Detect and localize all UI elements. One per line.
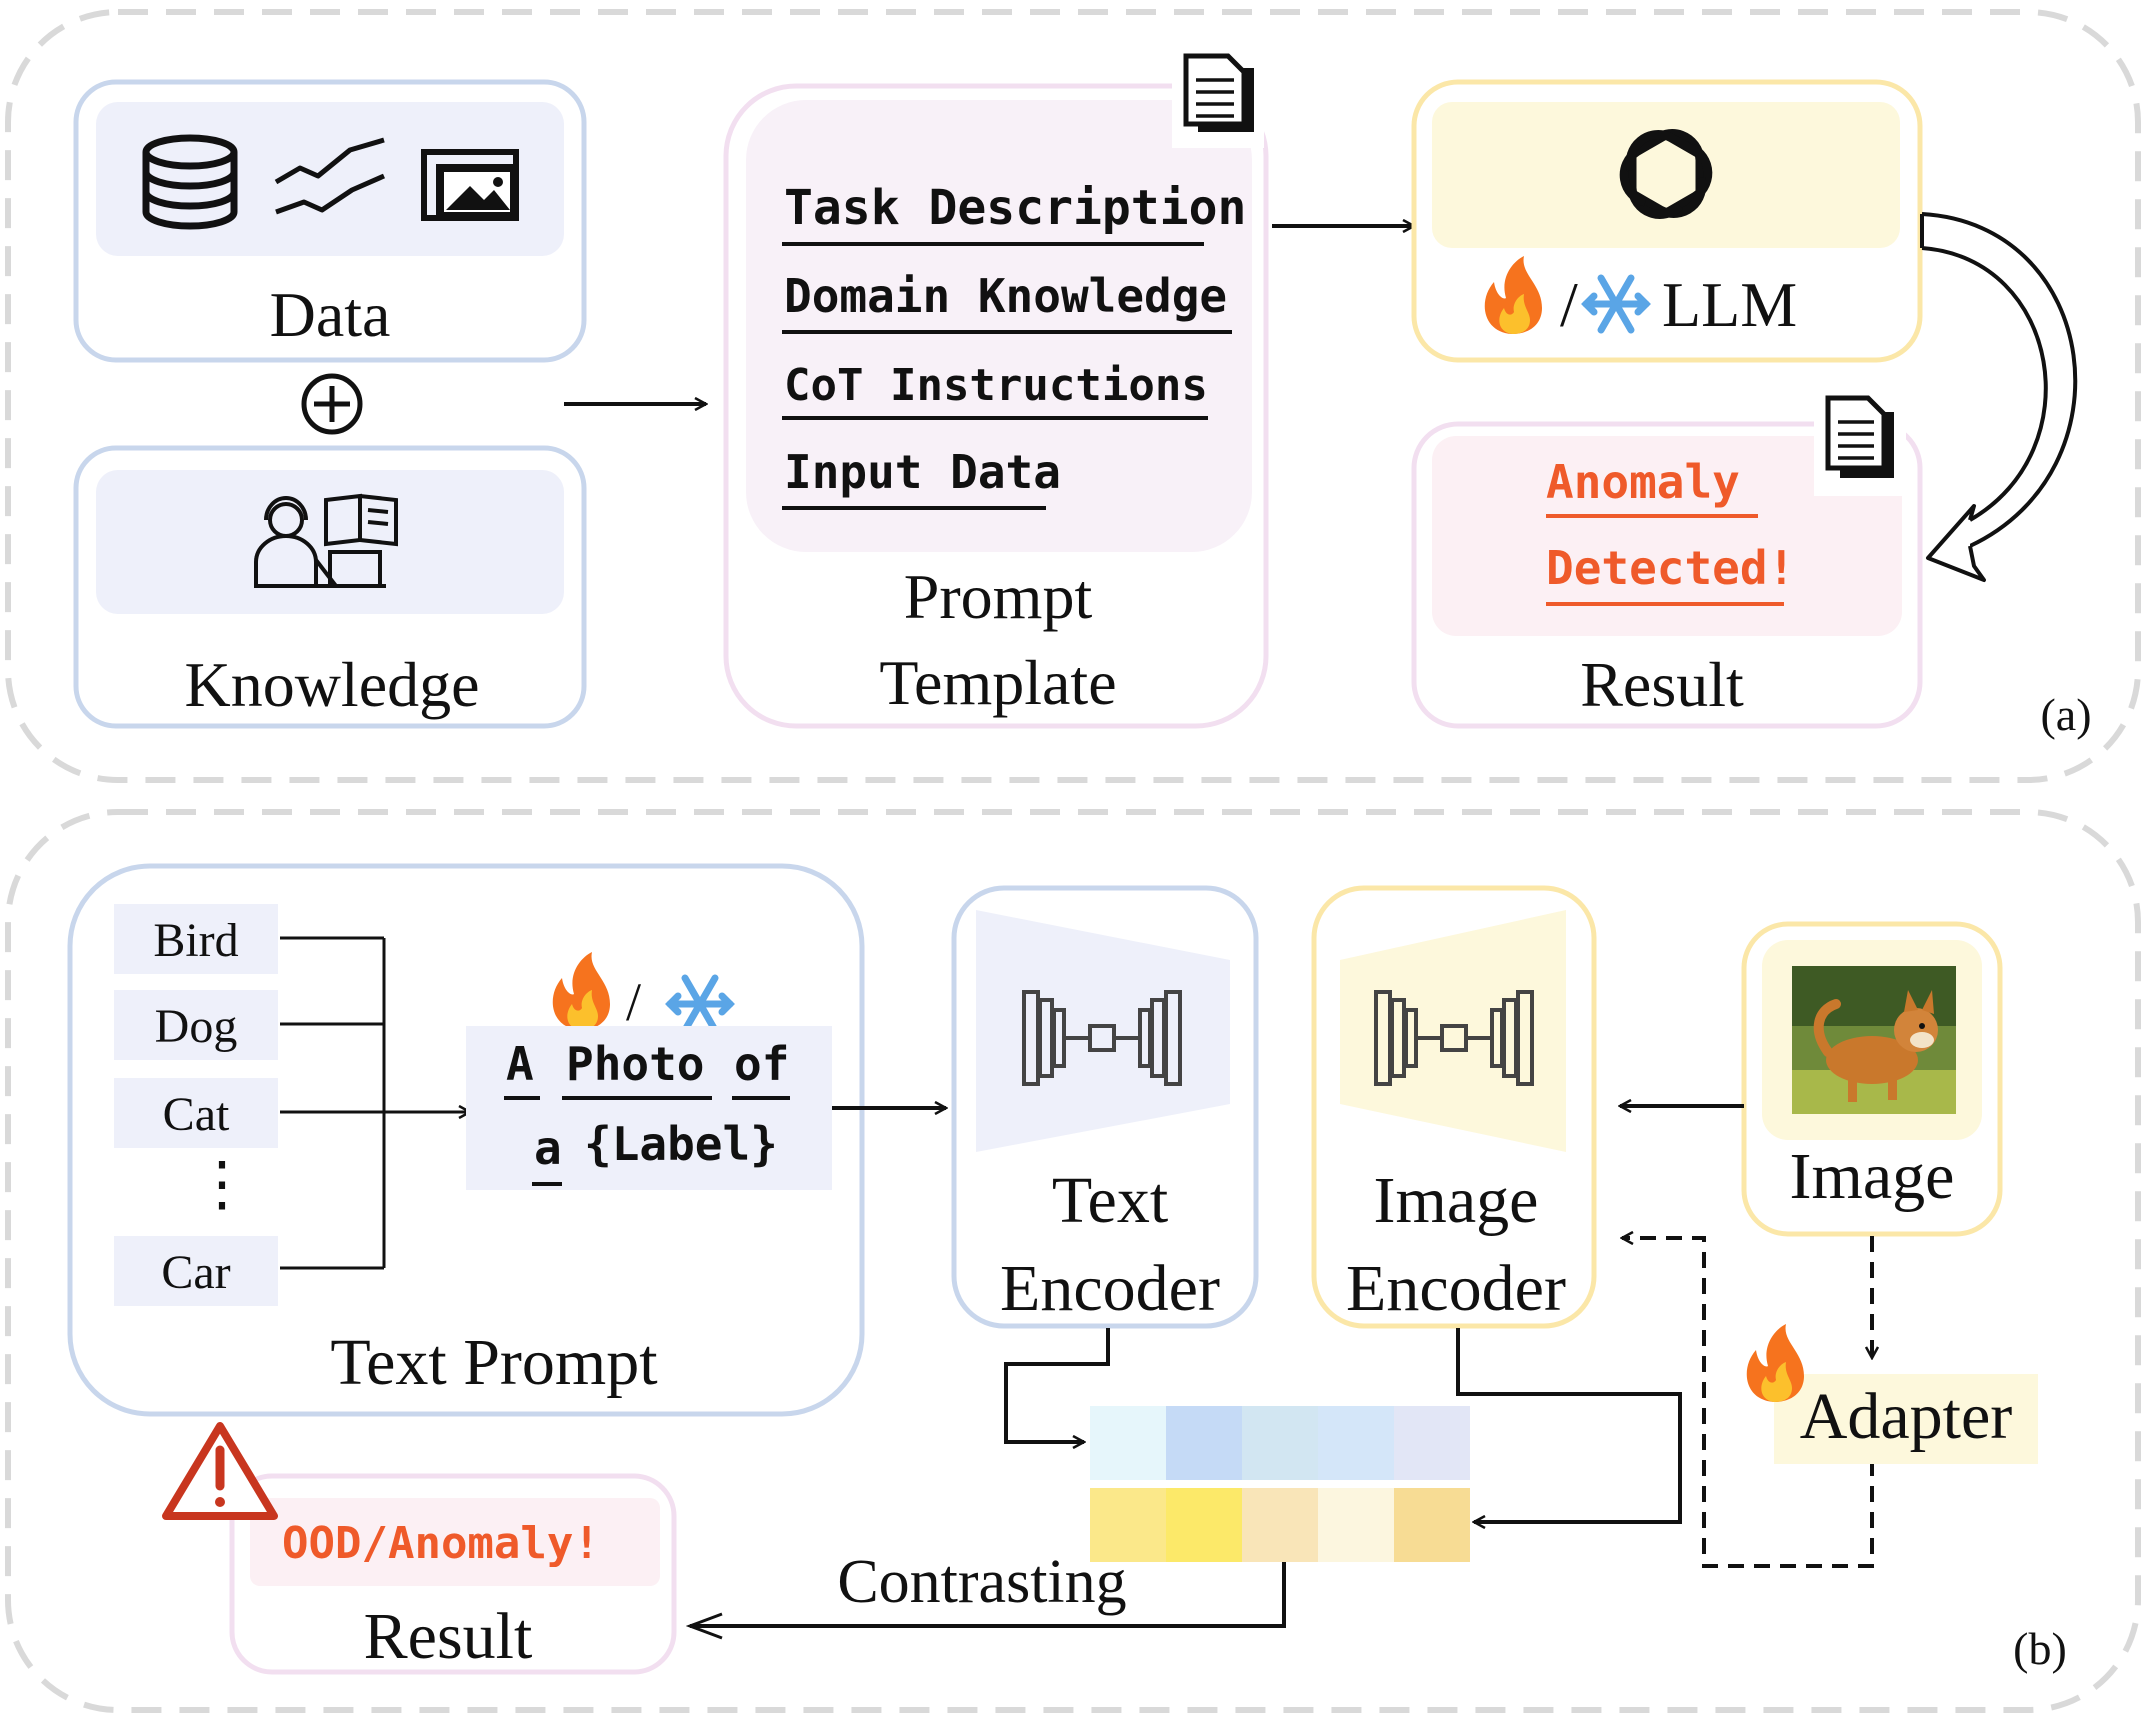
text-embedding-cell-4 [1318,1406,1394,1480]
contrasting-label: Contrasting [837,1548,1126,1616]
prompt-item-3: CoT Instructions [784,360,1208,411]
result-text-b: OOD/Anomaly! [282,1518,600,1569]
plus-circle-icon [301,373,363,435]
expert-reading-icon [254,493,398,588]
arrow-image-encoder-to-embedding [1456,1328,1682,1522]
text-prompt-box: Bird Dog Cat ⋮ Car / [67,863,865,1417]
class-car: Car [161,1246,230,1299]
panel-a-border [5,9,2141,783]
dashed-arrow-adapter-to-image-encoder [1622,1238,1874,1568]
text-embedding-cell-3 [1242,1406,1318,1480]
image-encoder-box: Image Encoder [1311,885,1597,1329]
text-embedding-cell-5 [1394,1406,1470,1480]
warning-icon [162,1422,278,1520]
image-embedding-cell-4 [1318,1488,1394,1562]
prompt-snowflake-icon [665,974,735,1034]
knowledge-label: Knowledge [184,649,479,720]
result-box-a: Anomaly Detected! Result [1411,386,1923,729]
arrow-contrasting-to-result [690,1562,1286,1626]
result-text-line1: Anomaly [1546,455,1740,509]
knowledge-box: Knowledge [73,445,587,729]
image-embedding-cell-5 [1394,1488,1470,1562]
result-label-a: Result [1580,649,1744,720]
prompt-slash: / [626,972,641,1032]
snowflake-icon [1581,274,1651,334]
class-bird: Bird [153,914,238,967]
prompt-word-a: A [506,1037,534,1091]
panel-a-tag: (a) [2040,689,2091,740]
image-label: Image [1790,1140,1955,1213]
adapter-box: Adapter [1746,1324,2038,1464]
prompt-template-label-1: Prompt [904,561,1093,632]
data-box: Data [73,79,587,363]
text-encoder-box: Text Encoder [951,885,1259,1329]
llm-label: LLM [1662,269,1797,340]
panel-b-tag: (b) [2013,1623,2067,1674]
result-box-b: OOD/Anomaly! Result [162,1422,677,1675]
text-encoder-label-2: Encoder [1000,1252,1220,1325]
prompt-item-1: Task Description [784,180,1246,236]
image-embedding-cell-2 [1166,1488,1242,1562]
prompt-word-photo: Photo [566,1037,704,1091]
text-encoder-icon [1022,990,1182,1086]
text-encoder-label-1: Text [1052,1164,1168,1237]
line-chart-icon [274,137,386,215]
class-dog: Dog [155,1000,238,1053]
data-label: Data [270,279,391,350]
corgi-photo [1792,966,1956,1114]
image-box: Image [1741,921,2003,1237]
image-encoder-icon [1374,990,1534,1086]
image-encoder-label-2: Encoder [1346,1252,1566,1325]
prompt-template-box: Task Description Domain Knowledge CoT In… [723,42,1269,729]
fire-icon [1484,256,1542,334]
panel-a: Data Knowledge [5,9,2141,783]
class-merge-lines [280,936,386,1270]
class-ellipsis: ⋮ [192,1151,252,1217]
prompt-template-bg [466,1026,832,1190]
llm-box: / LLM [1411,79,1923,363]
prompt-item-4: Input Data [784,445,1061,499]
text-embedding-row [1090,1406,1470,1480]
text-embedding-cell-2 [1166,1406,1242,1480]
document-icon [1172,42,1264,148]
image-embedding-cell-1 [1090,1488,1166,1562]
adapter-label: Adapter [1800,1380,2013,1453]
prompt-word-of: of [734,1037,789,1091]
image-embedding-row [1090,1488,1470,1562]
adapter-fire-icon [1746,1324,1804,1402]
prompt-item-2: Domain Knowledge [784,269,1227,323]
text-prompt-label: Text Prompt [330,1326,657,1399]
text-embedding-cell-1 [1090,1406,1166,1480]
result-label-b: Result [364,1600,533,1673]
prompt-word-a2: a [534,1121,562,1175]
prompt-template-label-2: Template [879,647,1116,718]
arrow-text-encoder-to-embedding [1004,1328,1110,1442]
prompt-fire-icon [552,952,610,1030]
database-icon [142,134,238,230]
images-icon [421,149,519,221]
prompt-word-label: {Label} [584,1117,778,1171]
class-cat: Cat [163,1088,230,1141]
panel-b-border [5,809,2141,1713]
image-encoder-label-1: Image [1374,1164,1539,1237]
result-text-line2: Detected! [1546,541,1795,595]
openai-logo-icon [1619,129,1713,219]
curved-arrow-llm-to-result [1920,212,2078,582]
llm-slash: / [1560,269,1578,340]
panel-b: Bird Dog Cat ⋮ Car / [5,809,2141,1713]
result-document-icon [1814,386,1906,496]
image-embedding-cell-3 [1242,1488,1318,1562]
